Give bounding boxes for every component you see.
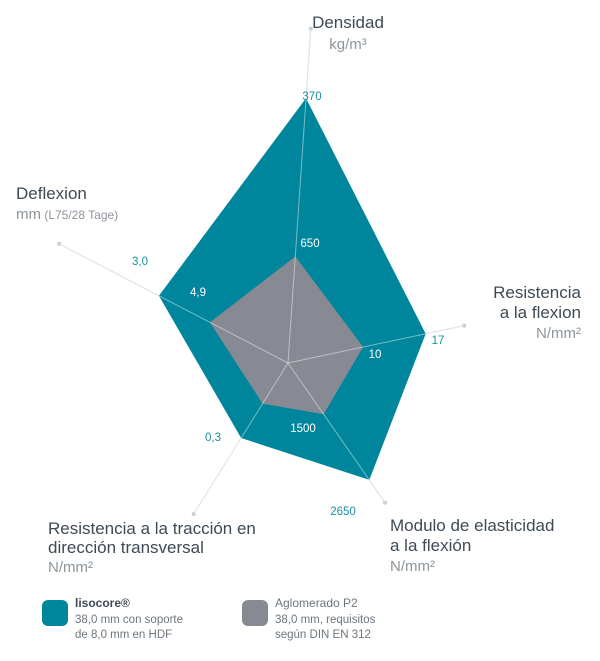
value-label-flexion-lisocore: 17 — [432, 335, 445, 347]
axis-title-deflexion-line-1: Deflexion — [16, 184, 87, 203]
axis-line-overlay-elasticidad — [287, 362, 386, 503]
legend-name-aglomerado: Aglomerado P2 — [275, 596, 358, 610]
value-label-traccion-lisocore: 0,3 — [205, 432, 221, 444]
legend-swatch-lisocore — [42, 600, 68, 626]
axis-end-dot-densidad — [308, 26, 313, 31]
value-label-deflexion-lisocore: 3,0 — [132, 256, 148, 268]
axis-title-traccion-line-2: dirección transversal — [48, 538, 204, 557]
legend-name-lisocore: lisocore® — [75, 596, 130, 610]
axis-unit-deflexion: mm (L75/28 Tage) — [16, 206, 118, 223]
legend-desc-lisocore: 38,0 mm con soporte de 8,0 mm en HDF — [75, 614, 184, 641]
axis-unit-flexion: N/mm² — [536, 325, 581, 342]
axis-end-dot-traccion — [191, 511, 196, 516]
axis-title-flexion-line-1: Resistencia — [493, 283, 581, 302]
axis-line-overlay-traccion — [193, 362, 289, 515]
axis-unit-traccion: N/mm² — [48, 559, 93, 576]
axis-end-dot-flexion — [462, 323, 467, 328]
axis-unit-densidad: kg/m³ — [329, 36, 367, 53]
inner-axis-lines — [58, 28, 465, 515]
legend-desc-aglomerado: 38,0 mm, requisitos según DIN EN 312 — [275, 614, 376, 641]
axis-unit-elasticidad: N/mm² — [390, 558, 435, 575]
axis-line-overlay-densidad — [287, 28, 312, 364]
series-aglomerado-area — [209, 256, 364, 415]
legend-item-aglomerado: Aglomerado P2 38,0 mm, requisitos según … — [242, 596, 442, 652]
value-label-deflexion-aglomerado: 4,9 — [190, 287, 206, 299]
axis-title-elasticidad-line-2: a la flexión — [390, 536, 471, 555]
axis-title-elasticidad-line-1: Modulo de elasticidad — [390, 516, 554, 535]
value-label-densidad-lisocore: 370 — [302, 91, 321, 103]
axis-title-traccion-line-1: Resistencia a la tracción en — [48, 519, 256, 538]
axis-unit-note-deflexion: (L75/28 Tage) — [41, 208, 118, 222]
value-label-elasticidad-aglomerado: 1500 — [290, 423, 316, 435]
axis-title-flexion-line-2: a la flexion — [500, 303, 581, 322]
value-labels: 370 650 17 10 2650 1500 0,3 3,0 4,9 — [132, 91, 444, 518]
axis-title-densidad-line-1: Densidad — [312, 13, 384, 32]
axis-end-dot-deflexion — [57, 241, 62, 246]
legend-item-lisocore: lisocore® 38,0 mm con soporte de 8,0 mm … — [42, 596, 242, 652]
value-label-flexion-aglomerado: 10 — [369, 349, 382, 361]
axis-line-overlay-deflexion — [58, 243, 289, 364]
value-label-elasticidad-lisocore: 2650 — [330, 506, 356, 518]
axis-end-dot-elasticidad — [383, 500, 388, 505]
value-label-densidad-aglomerado: 650 — [300, 238, 319, 250]
legend-swatch-aglomerado — [242, 600, 268, 626]
axis-line-overlay-flexion — [287, 325, 465, 364]
